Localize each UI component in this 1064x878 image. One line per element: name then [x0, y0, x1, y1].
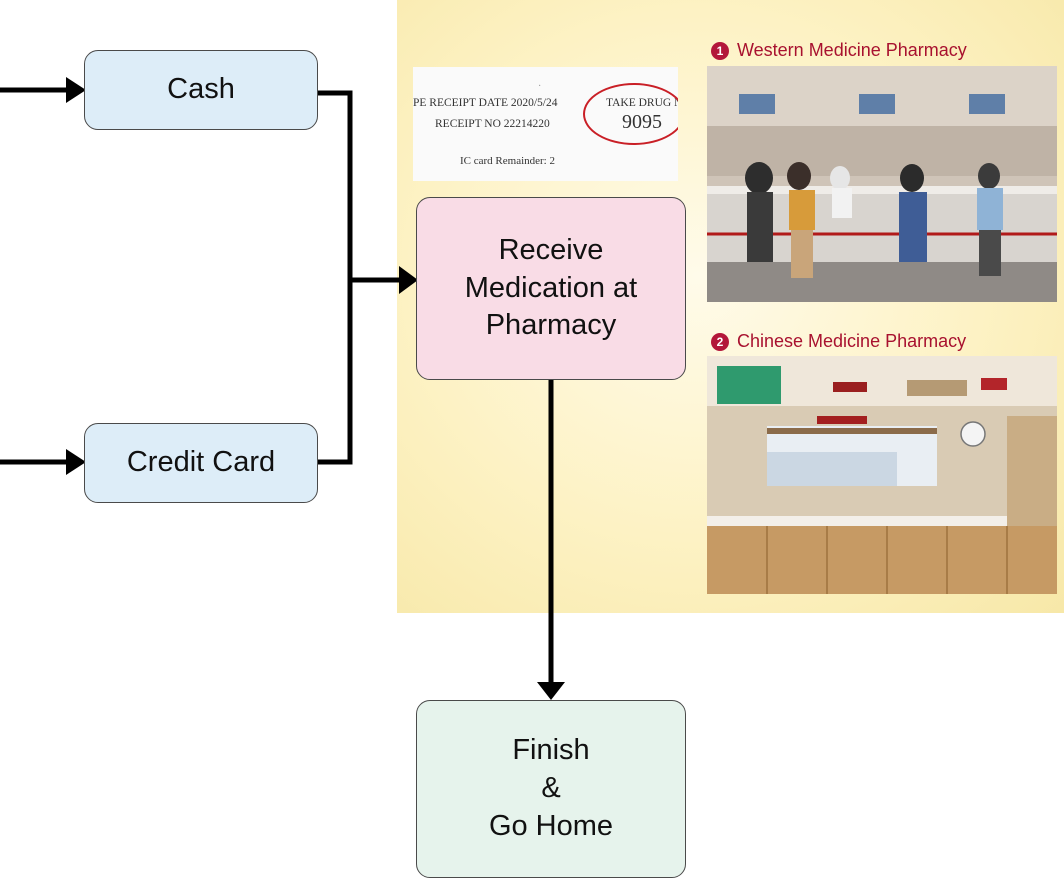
receipt-snippet: · PE RECEIPT DATE 2020/5/24 RECEIPT NO 2…: [413, 67, 678, 181]
credit-card-label: Credit Card: [126, 446, 276, 479]
highlight-circle: [583, 83, 678, 145]
chinese-pharmacy-photo: [707, 356, 1057, 594]
receipt-date-line: PE RECEIPT DATE 2020/5/24: [413, 97, 558, 109]
badge-one: 1: [711, 41, 729, 60]
receive-medication-node: Receive Medication at Pharmacy: [416, 197, 686, 380]
finish-label: Finish & Go Home: [488, 734, 614, 842]
arrowhead-receive: [399, 266, 418, 294]
arrowhead-credit: [66, 449, 86, 475]
chinese-pharmacy-label: Chinese Medicine Pharmacy: [737, 331, 967, 351]
cash-node: Cash: [84, 50, 318, 130]
credit-card-node: Credit Card: [84, 423, 318, 503]
receipt-number-line: RECEIPT NO 22214220: [435, 118, 550, 130]
arrowhead-cash: [66, 77, 86, 103]
badge-two: 2: [711, 332, 729, 351]
receipt-dot: ·: [538, 81, 542, 92]
finish-node: Finish & Go Home: [416, 700, 686, 878]
cash-connector: [318, 90, 353, 465]
arrowhead-finish: [537, 682, 565, 700]
ic-card-remainder: IC card Remainder: 2: [460, 155, 555, 167]
western-pharmacy-photo: [707, 66, 1057, 302]
western-pharmacy-caption: 1 Western Medicine Pharmacy: [711, 40, 967, 61]
western-pharmacy-label: Western Medicine Pharmacy: [737, 40, 967, 60]
chinese-pharmacy-caption: 2 Chinese Medicine Pharmacy: [711, 331, 966, 352]
receive-medication-label: Receive Medication at Pharmacy: [464, 233, 638, 342]
cash-label: Cash: [167, 73, 235, 106]
